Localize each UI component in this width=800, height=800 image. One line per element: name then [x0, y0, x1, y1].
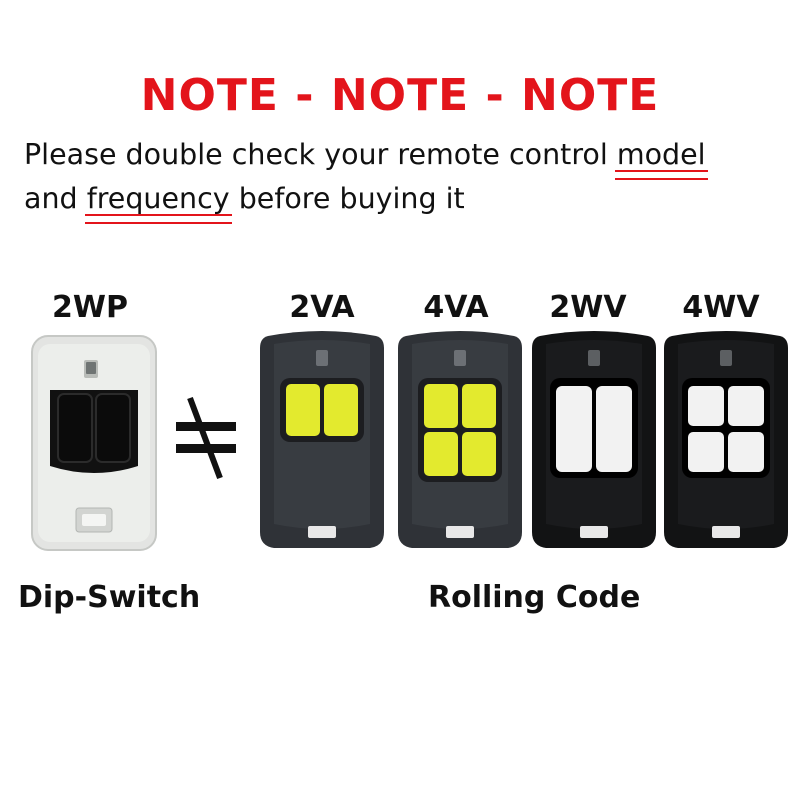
model-label-2va: 2VA [289, 290, 355, 325]
model-label-4va: 4VA [423, 290, 489, 325]
note-line-1: Please double check your remote control … [24, 138, 708, 180]
remote-2va-image [260, 331, 384, 548]
model-label-4wv: 4WV [682, 290, 760, 325]
emphasis-frequency: frequency [84, 182, 232, 224]
note-line-2: and frequency before buying it [24, 182, 465, 224]
note-heading: NOTE - NOTE - NOTE [140, 70, 660, 121]
note-line-1-text: Please double check your remote control [24, 138, 617, 171]
not-equal-icon [176, 396, 236, 480]
remote-4wv-image [664, 331, 788, 548]
note-line-2-suffix: before buying it [229, 182, 465, 215]
remote-4va-image [398, 331, 522, 548]
emphasis-model: model [614, 138, 708, 180]
model-label-2wp: 2WP [52, 290, 128, 325]
note-line-2-prefix: and [24, 182, 87, 215]
caption-dip-switch: Dip-Switch [18, 580, 201, 615]
caption-rolling-code: Rolling Code [428, 580, 641, 615]
remote-2wp-image [31, 335, 157, 551]
model-label-2wv: 2WV [549, 290, 627, 325]
remote-2wv-image [532, 331, 656, 548]
